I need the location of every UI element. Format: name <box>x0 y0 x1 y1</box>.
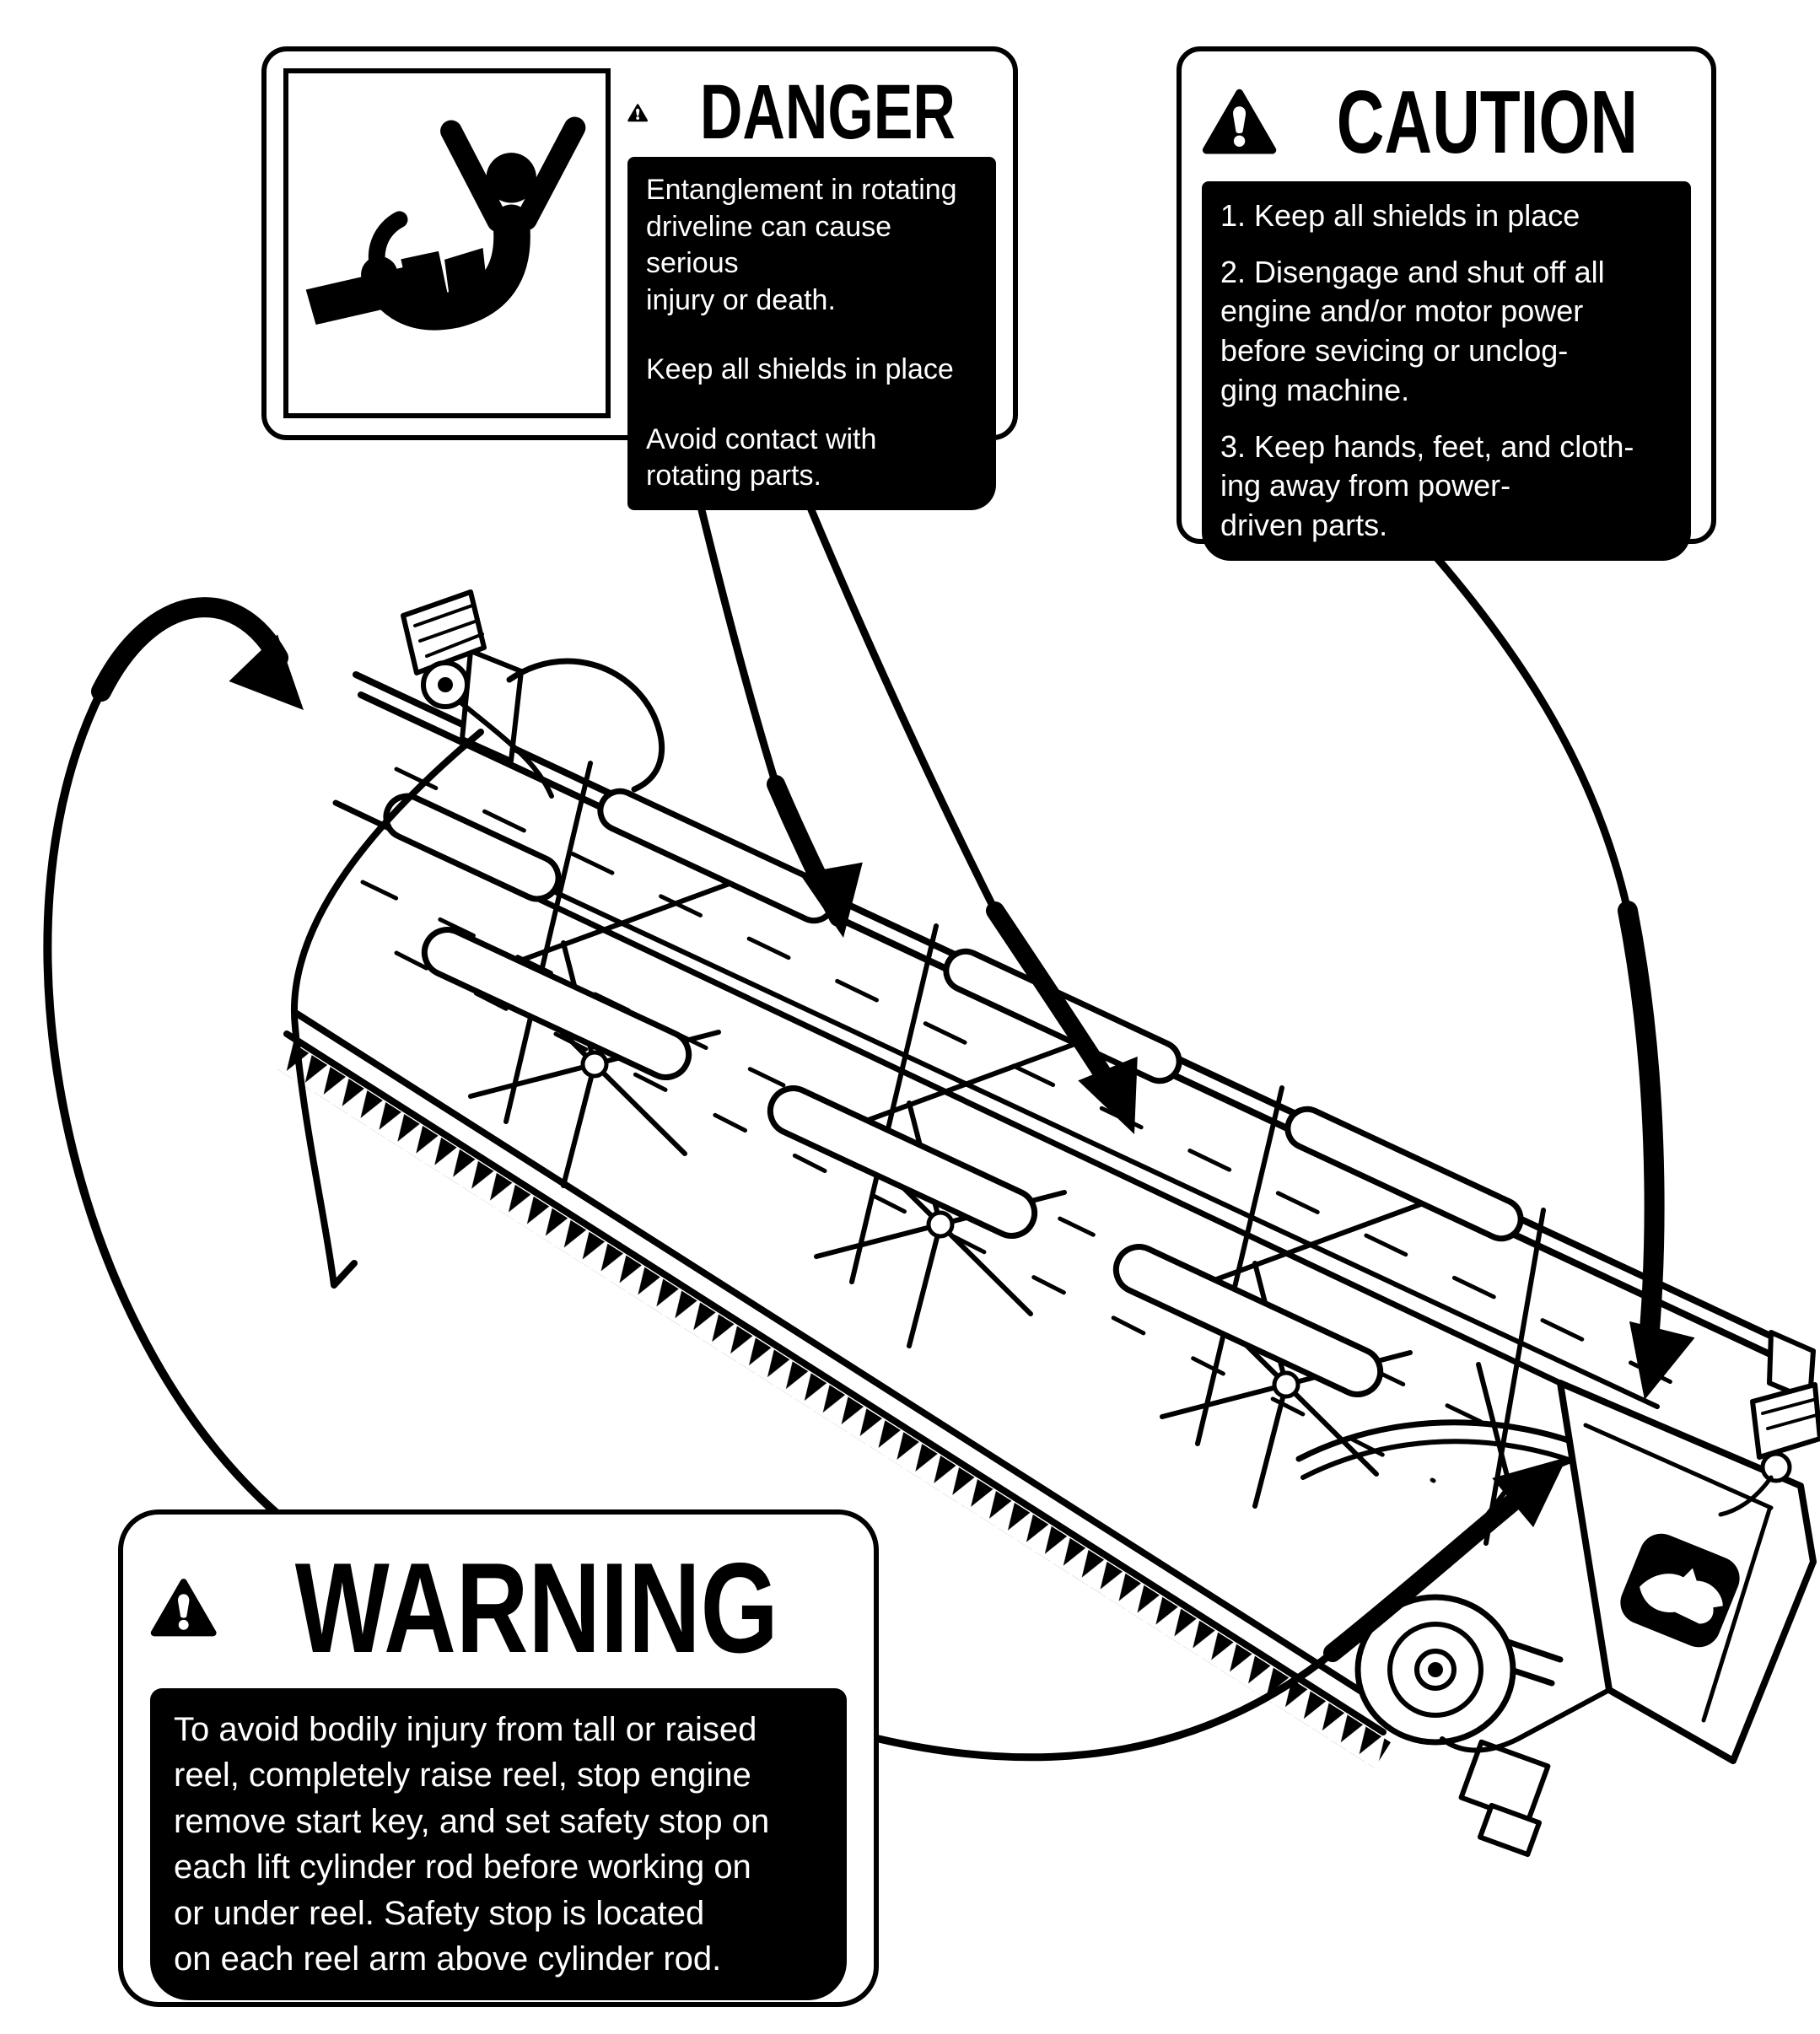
caution-line: ging machine. <box>1220 372 1410 407</box>
caution-line: ing away from power- <box>1220 468 1511 503</box>
danger-line: rotating parts. <box>646 460 821 492</box>
caution-text-panel: 1. Keep all shields in place 2. Disengag… <box>1202 181 1691 561</box>
caution-title: CAUTION <box>1336 72 1639 172</box>
danger-line: Keep all shields in place <box>646 353 954 386</box>
warning-line: reel, completely raise reel, stop engine <box>174 1757 751 1795</box>
flag-marker-left <box>401 589 554 799</box>
danger-text-panel: Entanglement in rotating driveline can c… <box>627 157 996 510</box>
caution-line: 1. Keep all shields in place <box>1220 198 1580 233</box>
caution-header: CAUTION <box>1202 63 1691 181</box>
caution-label: CAUTION 1. Keep all shields in place 2. … <box>1177 46 1716 561</box>
reel-bats-lower <box>421 927 1384 1397</box>
warning-triangle-icon <box>150 1579 217 1637</box>
arrow-warning-to-left-reel-arm <box>43 597 304 1520</box>
danger-line: injury or death. <box>646 283 836 316</box>
warning-line: each lift cylinder rod before working on <box>174 1848 751 1886</box>
left-end-assembly <box>291 648 665 1289</box>
caution-line: before sevicing or unclog- <box>1220 333 1569 369</box>
warning-line: or under reel. Safety stop is located <box>174 1894 705 1932</box>
caution-line: 3. Keep hands, feet, and cloth- <box>1220 428 1634 464</box>
arrow-caution-to-right-end <box>1423 542 1695 1400</box>
warning-header: WARNING <box>150 1528 847 1688</box>
right-end-assembly <box>1295 1330 1817 1858</box>
danger-line: Entanglement in rotating <box>646 174 957 206</box>
warning-line: remove start key, and set safety stop on <box>174 1802 770 1840</box>
cutterbar-sickle <box>275 1010 1397 1768</box>
danger-line: Avoid contact with <box>646 422 877 455</box>
driveline-entanglement-pictogram <box>305 116 586 331</box>
danger-title: DANGER <box>700 69 956 155</box>
warning-line: To avoid bodily injury from tall or rais… <box>174 1711 757 1748</box>
entanglement-pictogram <box>283 68 611 418</box>
caution-line: driven parts. <box>1220 508 1388 543</box>
flag-marker-right <box>1718 1382 1820 1517</box>
warning-text-panel: To avoid bodily injury from tall or rais… <box>150 1688 847 2001</box>
warning-line: on each reel arm above cylinder rod. <box>174 1940 722 1978</box>
warning-triangle-icon <box>1202 89 1277 154</box>
danger-line: driveline can cause serious <box>646 210 892 280</box>
arrow-warning-to-right-reel-arm <box>875 1457 1567 1762</box>
warning-label: WARNING To avoid bodily injury from tall… <box>118 1509 879 2007</box>
john-deere-logo <box>1620 1533 1740 1648</box>
danger-label: DANGER Entanglement in rotating drivelin… <box>261 46 1018 510</box>
warning-triangle-icon <box>627 103 649 121</box>
caution-line: engine and/or motor power <box>1220 293 1584 329</box>
warning-title: WARNING <box>295 1536 779 1680</box>
danger-header: DANGER <box>627 68 996 157</box>
caution-line: 2. Disengage and shut off all <box>1220 254 1605 289</box>
